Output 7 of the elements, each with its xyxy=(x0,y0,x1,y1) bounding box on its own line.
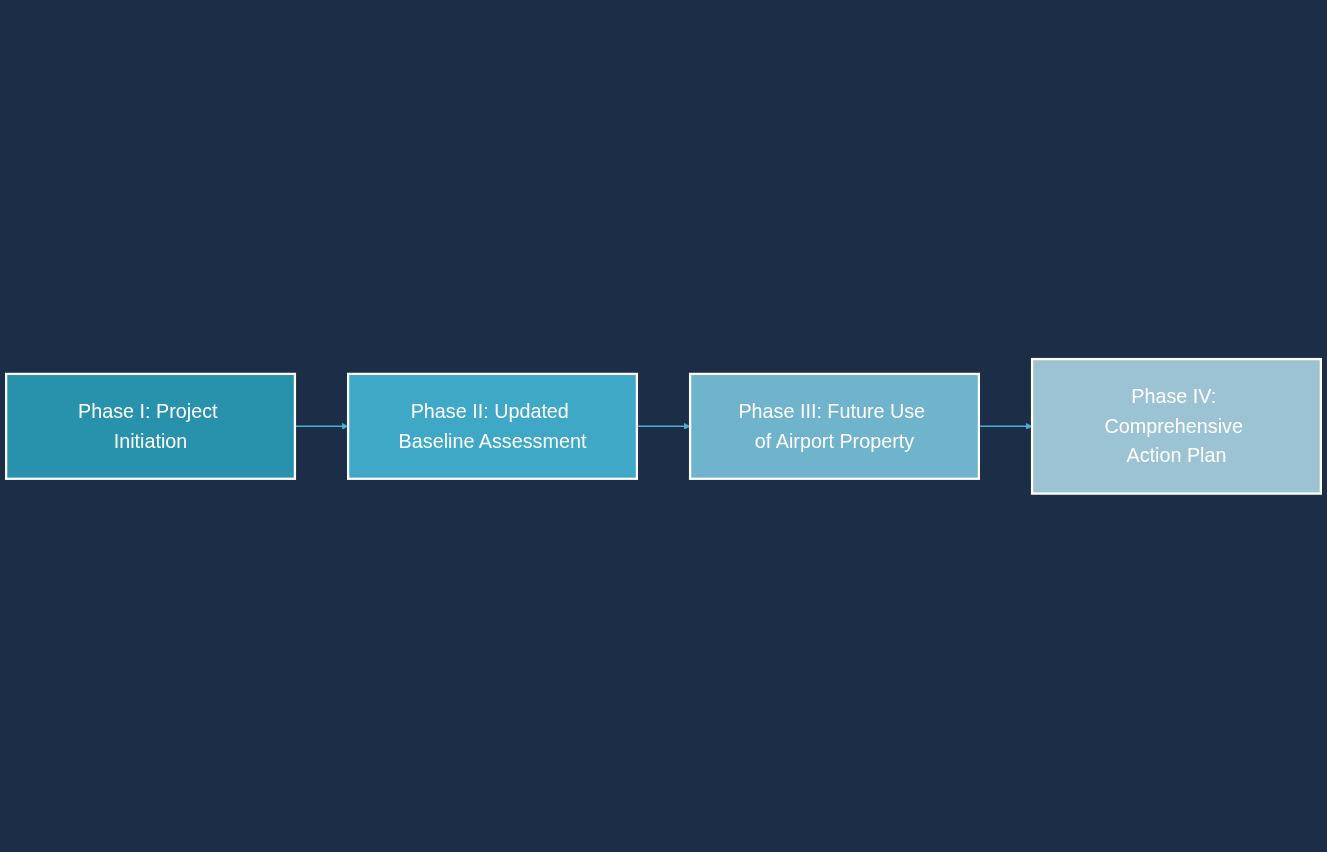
node-box: Phase IV: Comprehensive Action Plan xyxy=(1030,357,1322,495)
node-box: Phase I: Project Initiation xyxy=(5,372,297,480)
node-box: Phase II: Updated Baseline Assessment xyxy=(347,372,639,480)
arrow xyxy=(294,422,349,430)
node-box: Phase III: Future Use of Airport Property xyxy=(688,372,980,480)
arrow xyxy=(978,422,1033,430)
arrow xyxy=(636,422,691,430)
